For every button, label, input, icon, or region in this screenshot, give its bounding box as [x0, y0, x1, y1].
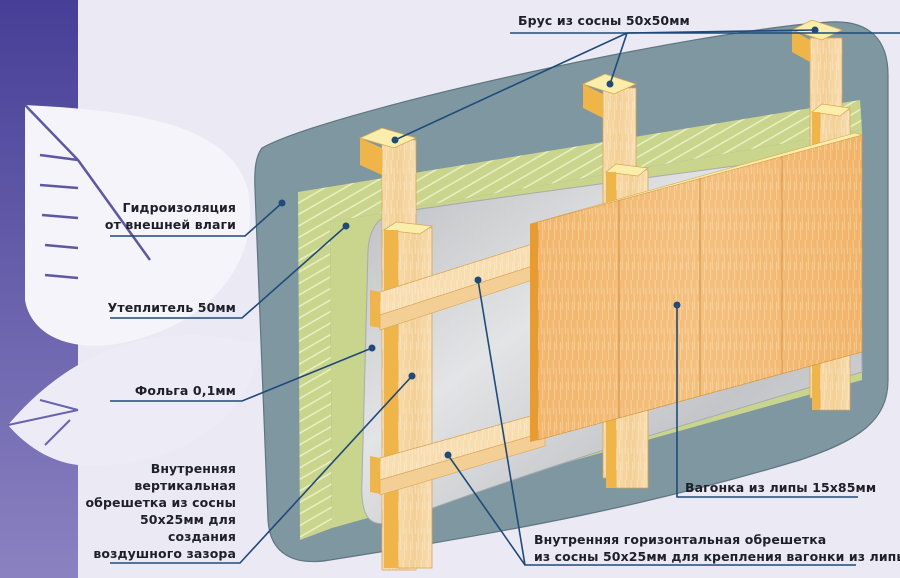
- leader-horizontal-batten-2: [447, 454, 526, 566]
- leader-vertical-battens: [110, 375, 413, 564]
- horizontal-batten: [370, 239, 546, 331]
- label-waterproofing-line: от внешней влаги: [104, 217, 236, 232]
- label-paneling: Вагонка из липы 15х85мм: [685, 480, 877, 495]
- label-waterproofing-line: Гидроизоляция: [122, 200, 236, 215]
- label-foil: Фольга 0,1мм: [134, 383, 236, 398]
- vertical-batten: [382, 221, 434, 569]
- paneling-top: [529, 132, 864, 225]
- label-vertical-battens-line: вертикальная: [134, 478, 236, 493]
- leaf-vein-upper: [24, 104, 152, 280]
- label-insulation: Утеплитель 50мм: [107, 300, 236, 315]
- label-vertical-battens-line: создания: [167, 529, 236, 544]
- leader-beam-2: [609, 32, 628, 85]
- leader-waterproofing: [110, 202, 283, 237]
- label-horizontal-battens-line: из сосны 50х25мм для крепления вагонки и…: [534, 549, 900, 564]
- label-horizontal-battens-line: Внутренняя горизонтальная обрешетка: [534, 532, 827, 547]
- leader-lines: [110, 29, 900, 566]
- leader-paneling: [676, 305, 858, 498]
- label-vertical-battens-line: Внутренняя: [150, 461, 236, 476]
- leader-dots: [278, 26, 819, 459]
- leader-insulation: [110, 225, 347, 319]
- label-vertical-battens-line: обрешетка из сосны: [85, 495, 236, 510]
- leader-beam-1: [394, 32, 628, 141]
- paneling-group: [529, 132, 864, 442]
- leaf-vein-lower: [7, 399, 79, 446]
- leader-beam-3: [626, 29, 816, 34]
- paneling-edge: [530, 222, 538, 442]
- leaf-decoration-lower: [8, 334, 260, 466]
- label-beam: Брус из сосны 50х50мм: [518, 13, 690, 28]
- label-vertical-battens: Внутренняя вертикальная обрешетка из сос…: [85, 460, 236, 562]
- label-waterproofing: Гидроизоляция от внешней влаги: [105, 199, 236, 233]
- label-vertical-battens-line: 50х25мм для: [139, 512, 236, 527]
- label-horizontal-battens: Внутренняя горизонтальная обрешетка из с…: [534, 531, 900, 565]
- label-vertical-battens-line: воздушного зазора: [93, 546, 236, 561]
- leader-foil: [110, 347, 373, 402]
- horizontal-batten: [370, 411, 546, 496]
- horizontal-batten-group: [370, 239, 546, 496]
